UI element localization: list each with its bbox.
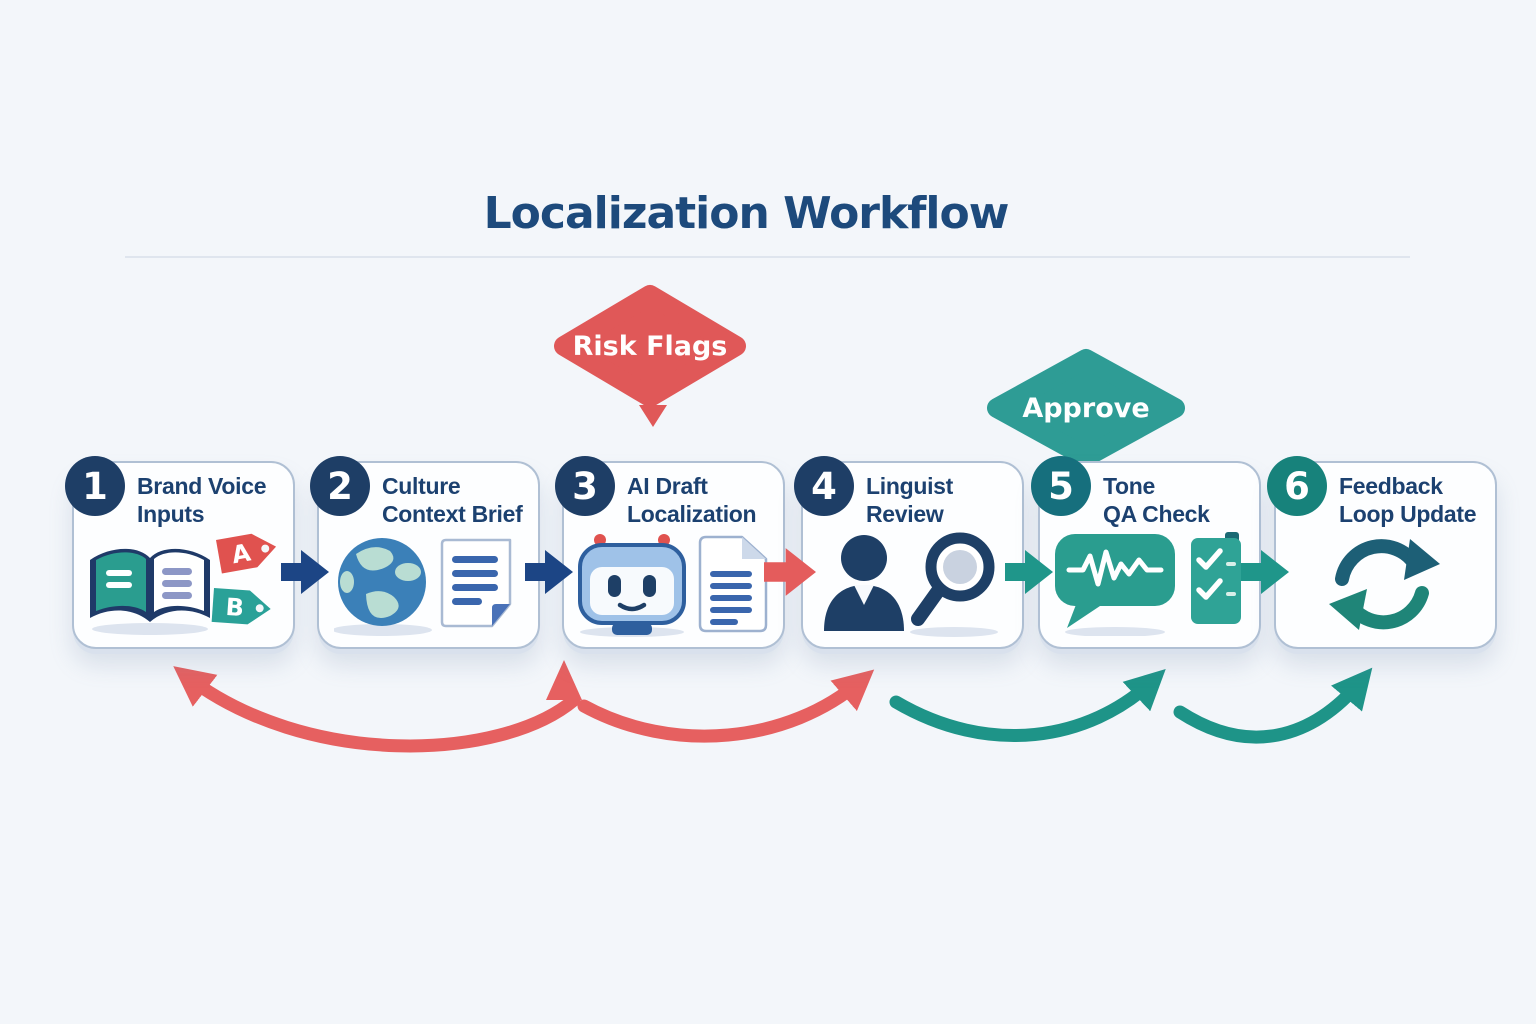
tag-a-icon: A <box>215 533 276 574</box>
step-title: Culture Context Brief <box>382 473 523 527</box>
flow-arrow-4-to-5-icon <box>1005 550 1053 594</box>
shadow <box>91 623 208 635</box>
flow-arrow-1-to-2-icon <box>281 550 329 594</box>
step-number-badge: 4 <box>794 456 854 516</box>
risk-flags-label: Risk Flags <box>572 330 728 362</box>
robot-icon <box>577 534 686 635</box>
step-number-badge: 1 <box>65 456 125 516</box>
approve-diamond: Approve <box>986 348 1186 468</box>
title-divider <box>125 256 1410 258</box>
flow-arrow-5-to-6-icon <box>1241 550 1289 594</box>
globe-and-document-icons <box>333 538 511 636</box>
checklist-icon <box>1190 532 1241 624</box>
step-card-feedback-loop-update: 6 Feedback Loop Update <box>1267 456 1497 649</box>
tag-b-label: B <box>224 593 244 622</box>
step-card-brand-voice-inputs: 1 Brand Voice Inputs <box>65 456 295 649</box>
person-icon <box>823 535 904 631</box>
risk-diamond-shape-icon <box>554 285 746 407</box>
step-card-linguist-review: 4 Linguist Review <box>794 456 1024 649</box>
step-number-badge: 3 <box>555 456 615 516</box>
step-title: Tone QA Check <box>1103 473 1210 527</box>
shadow <box>909 627 998 637</box>
risk-pointer-triangle-icon <box>639 405 667 427</box>
document-icon <box>440 538 511 628</box>
approve-diamond-shape-icon <box>987 349 1185 467</box>
step-card-tone-qa-check: 5 Tone QA Check <box>1031 456 1261 649</box>
globe-icon <box>337 538 426 626</box>
person-and-magnifier-icons <box>823 532 998 637</box>
refresh-loop-icon <box>1328 539 1440 630</box>
speech-bubble-and-checklist-icons <box>1054 532 1241 636</box>
step-card-ai-draft-localization: 3 AI Draft Localization <box>555 456 785 649</box>
risk-flags-diamond: Risk Flags <box>552 283 748 409</box>
tag-a-label: A <box>229 538 253 569</box>
step-number-badge: 5 <box>1031 456 1091 516</box>
rework-loop-arrowhead-step3 <box>546 660 582 700</box>
step-number-badge: 2 <box>310 456 370 516</box>
forward-loop-arrow-4-to-5 <box>889 668 1166 742</box>
rework-loop-arrow-3-to-1 <box>173 666 581 753</box>
flow-arrow-2-to-3-icon <box>525 550 573 594</box>
shadow <box>333 624 432 636</box>
step-card-culture-context-brief: 2 Culture Context Brief <box>310 456 540 649</box>
document-icon <box>698 535 767 633</box>
step-title: AI Draft Localization <box>627 473 757 527</box>
step-title: Brand Voice Inputs <box>137 473 267 527</box>
forward-loop-arrow-5-to-6 <box>1173 667 1373 744</box>
robot-and-document-icons <box>577 534 767 637</box>
open-book-icon <box>89 548 210 622</box>
rework-loop-arrow-to-4 <box>577 669 875 743</box>
step-title: Feedback Loop Update <box>1339 473 1477 527</box>
shadow <box>1064 627 1165 636</box>
approve-label: Approve <box>1022 392 1150 424</box>
step-number-badge: 6 <box>1267 456 1327 516</box>
flow-arrow-3-to-4-icon <box>764 548 816 596</box>
step-title: Linguist Review <box>866 473 954 527</box>
speech-waveform-icon <box>1054 534 1175 628</box>
page-title: Localization Workflow <box>483 188 1010 239</box>
magnifier-icon <box>910 532 994 626</box>
open-book-and-tags-icons: A B <box>89 533 276 635</box>
tag-b-icon: B <box>211 588 271 625</box>
